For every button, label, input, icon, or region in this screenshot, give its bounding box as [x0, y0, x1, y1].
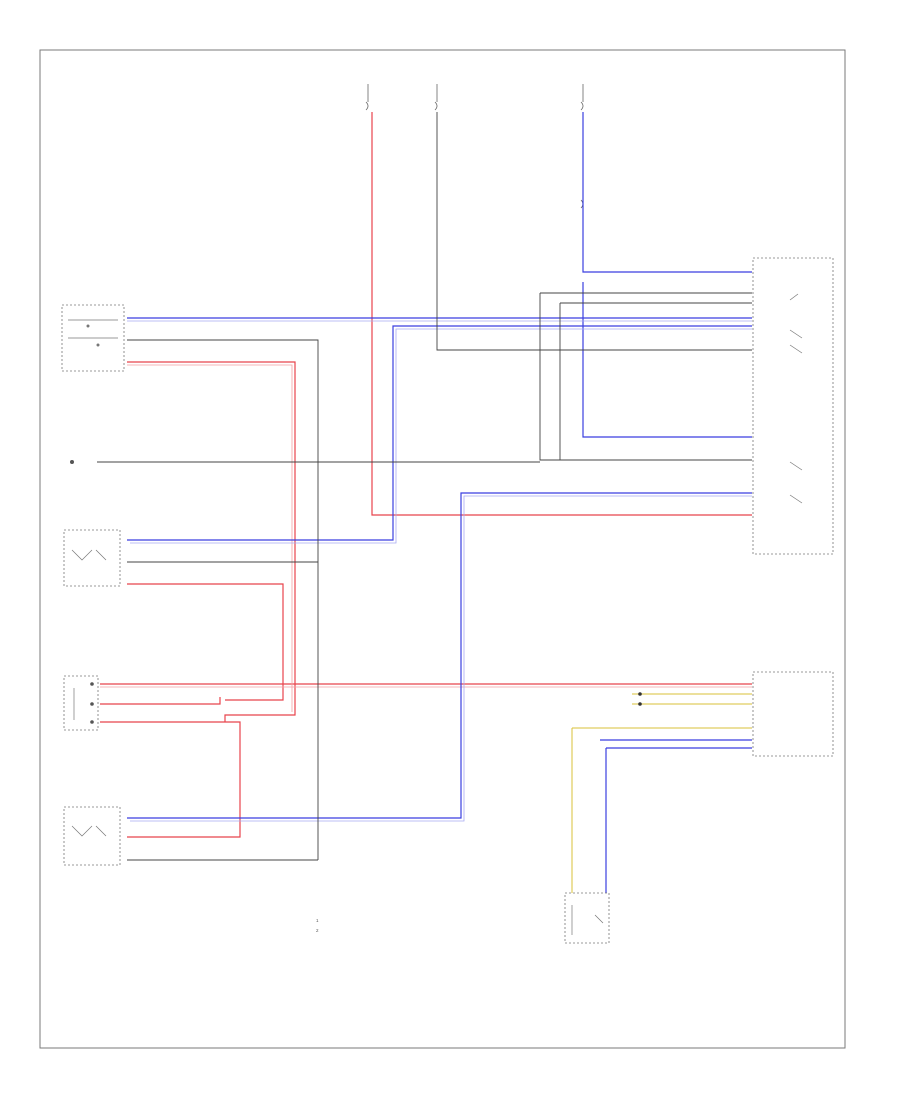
lamp-assembly: [63, 675, 99, 731]
signal-wires-shade: [127, 320, 752, 822]
rear-module-switch: [61, 304, 125, 372]
fuse-symbol: [434, 101, 438, 111]
diagram-border: [39, 49, 846, 1049]
ground-wires: [97, 112, 752, 861]
right-mirror-ground: [70, 460, 74, 464]
left-outside-mirror: [63, 806, 121, 866]
harness-sensor: [752, 671, 834, 757]
driver-window-switch: [564, 892, 610, 944]
ground-point: [638, 692, 642, 706]
fuse-symbol: [365, 101, 369, 111]
signal-wires: [127, 112, 752, 893]
top-fuse-1: [365, 84, 369, 111]
fuse-symbol: [580, 101, 584, 111]
legend-1-num: 1: [316, 918, 319, 923]
legend-2-num: 2: [316, 928, 319, 933]
power-wires-shade: [100, 364, 752, 712]
legend: 1 2: [316, 918, 319, 933]
junction-block: [752, 257, 834, 555]
power-wires: [100, 112, 752, 838]
right-outside-mirror: [63, 529, 121, 587]
top-fuse-2: [434, 84, 438, 111]
data-wires: [571, 693, 752, 893]
